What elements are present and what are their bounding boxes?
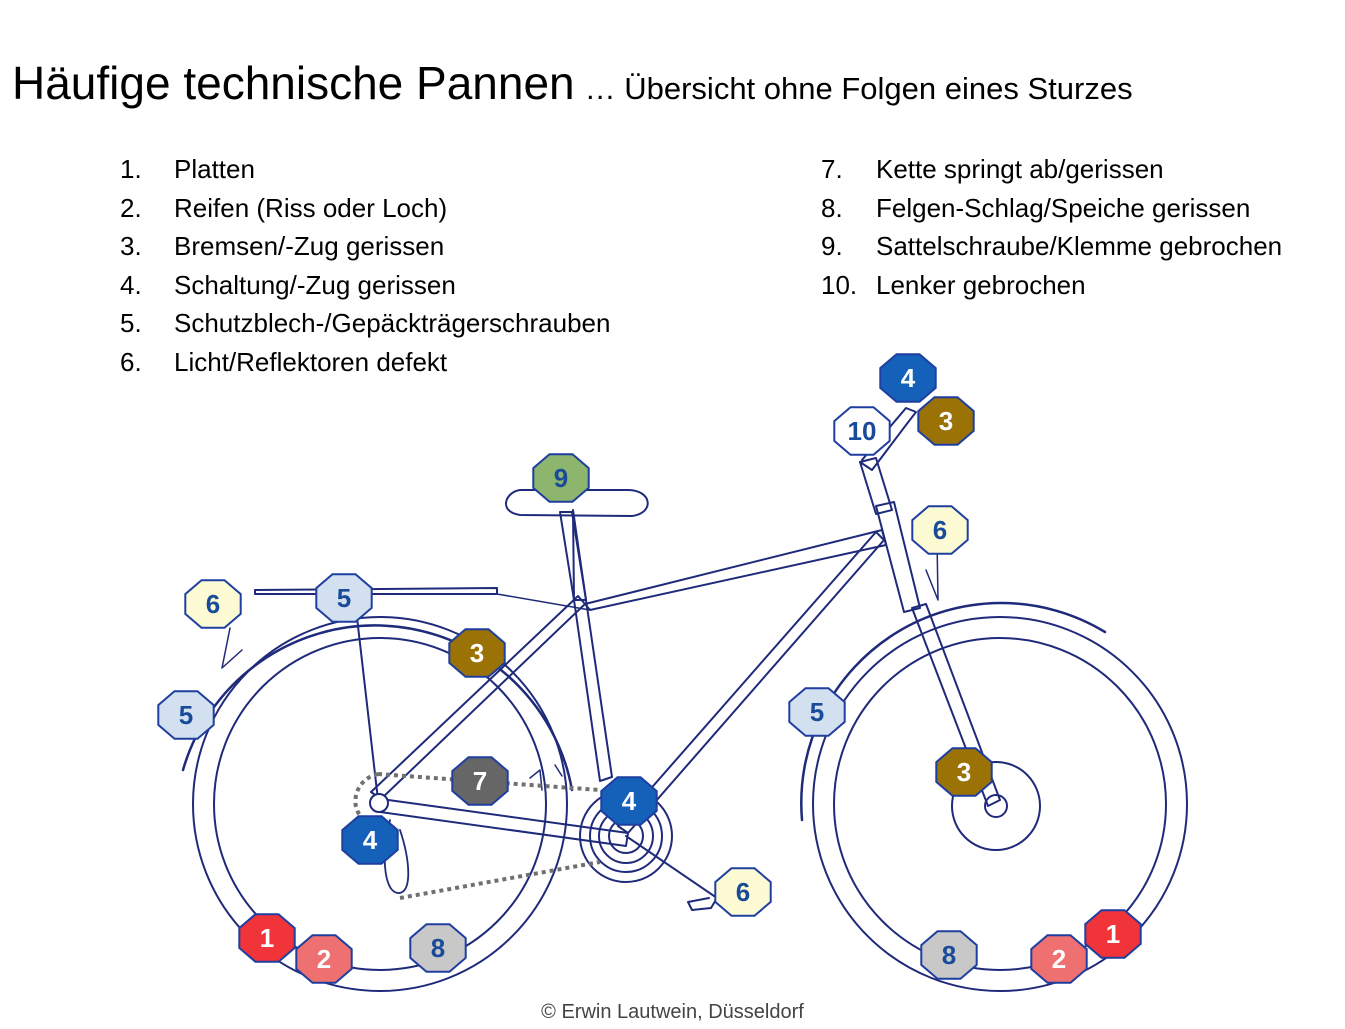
rear-wheel <box>192 616 568 992</box>
marker-badge <box>315 573 373 623</box>
marker-label: 5 <box>179 700 193 730</box>
marker-label: 2 <box>317 944 331 974</box>
marker-badge <box>833 406 891 456</box>
legend-item: 8.Felgen-Schlag/Speiche gerissen <box>821 192 1251 223</box>
marker-label: 6 <box>736 877 750 907</box>
marker-label: 8 <box>942 940 956 970</box>
marker-badge <box>879 353 937 403</box>
marker-label: 1 <box>260 923 274 953</box>
marker-badge <box>788 687 846 737</box>
marker-label: 2 <box>1052 944 1066 974</box>
marker-badge <box>238 913 296 963</box>
marker-badge <box>911 505 969 555</box>
title-subtitle: … Übersicht ohne Folgen eines Sturzes <box>584 71 1133 106</box>
marker-badge <box>341 815 399 865</box>
marker-label: 10 <box>848 416 877 446</box>
saddle <box>505 489 649 601</box>
marker-8-rear-rim-8: 8 <box>409 923 467 973</box>
marker-badge <box>935 747 993 797</box>
marker-badge <box>1084 909 1142 959</box>
marker-10-handlebar-10: 10 <box>833 406 891 456</box>
marker-label: 6 <box>933 515 947 545</box>
front-fender <box>800 601 1107 822</box>
legend-item: 10.Lenker gebrochen <box>821 269 1086 300</box>
rear-fender <box>181 624 574 792</box>
marker-3-handlebar-3: 3 <box>917 396 975 446</box>
marker-4-derailleur-4: 4 <box>341 815 399 865</box>
marker-5-rack-5: 5 <box>315 573 373 623</box>
legend-item: 9.Sattelschraube/Klemme gebrochen <box>821 231 1283 262</box>
copyright-note: © Erwin Lautwein, Düsseldorf <box>541 1001 804 1023</box>
marker-9-saddle-9: 9 <box>532 453 590 503</box>
marker-label: 1 <box>1106 919 1120 949</box>
legend-list-right: 7.Kette springt ab/gerissen 8.Felgen-Sch… <box>821 150 1282 304</box>
marker-label: 9 <box>554 463 568 493</box>
marker-badge <box>917 396 975 446</box>
marker-badge <box>157 690 215 740</box>
marker-label: 7 <box>473 766 487 796</box>
marker-badge <box>532 453 590 503</box>
front-wheel <box>812 616 1188 992</box>
marker-label: 6 <box>206 589 220 619</box>
marker-label: 3 <box>470 638 484 668</box>
marker-6-rear-light-6: 6 <box>184 579 242 629</box>
marker-5-front-fender-5: 5 <box>788 687 846 737</box>
legend-item: 1.Platten <box>120 154 255 184</box>
marker-6-pedal-6: 6 <box>714 867 772 917</box>
marker-badge <box>295 934 353 984</box>
legend-item: 7.Kette springt ab/gerissen <box>821 154 1164 184</box>
marker-badge <box>600 776 658 826</box>
marker-2-rear-tire-2: 2 <box>295 934 353 984</box>
marker-badge <box>1030 934 1088 984</box>
marker-badge <box>451 756 509 806</box>
marker-8-front-rim-8: 8 <box>920 930 978 980</box>
marker-badge <box>184 579 242 629</box>
marker-label: 4 <box>363 825 378 855</box>
marker-badge <box>409 923 467 973</box>
marker-2-front-tire-2: 2 <box>1030 934 1088 984</box>
marker-3-front-brake-3: 3 <box>935 747 993 797</box>
marker-6-headlight-6: 6 <box>911 505 969 555</box>
marker-label: 3 <box>939 406 953 436</box>
marker-label: 4 <box>622 786 637 816</box>
marker-label: 5 <box>337 583 351 613</box>
marker-3-rear-brake-3: 3 <box>448 628 506 678</box>
marker-label: 3 <box>957 757 971 787</box>
marker-4-handlebar-4: 4 <box>879 353 937 403</box>
chain <box>353 772 601 900</box>
legend-item: 3.Bremsen/-Zug gerissen <box>120 231 445 262</box>
marker-label: 5 <box>810 697 824 727</box>
marker-1-front-tire-1: 1 <box>1084 909 1142 959</box>
marker-badge <box>448 628 506 678</box>
marker-label: 4 <box>901 363 916 393</box>
marker-1-rear-tire-1: 1 <box>238 913 296 963</box>
marker-badge <box>714 867 772 917</box>
rack <box>254 587 591 801</box>
marker-5-rear-fender-5: 5 <box>157 690 215 740</box>
title-main: Häufige technische Pannen <box>12 57 575 109</box>
page-title: Häufige technische Pannen … Übersicht ohn… <box>12 56 1133 110</box>
legend-item: 2.Reifen (Riss oder Loch) <box>120 192 448 223</box>
marker-badge <box>920 930 978 980</box>
marker-7-chain-7: 7 <box>451 756 509 806</box>
legend-item: 5.Schutzblech-/Gepäckträgerschrauben <box>120 308 611 339</box>
bicycle-drawing <box>181 407 1188 992</box>
legend-item: 6.Licht/Reflektoren defekt <box>120 346 448 377</box>
legend-item: 4.Schaltung/-Zug gerissen <box>120 269 456 300</box>
marker-label: 8 <box>431 933 445 963</box>
legend-list-left: 1.Platten 2.Reifen (Riss oder Loch) 3.Br… <box>120 150 610 382</box>
marker-4-front-derailleur-4: 4 <box>600 776 658 826</box>
